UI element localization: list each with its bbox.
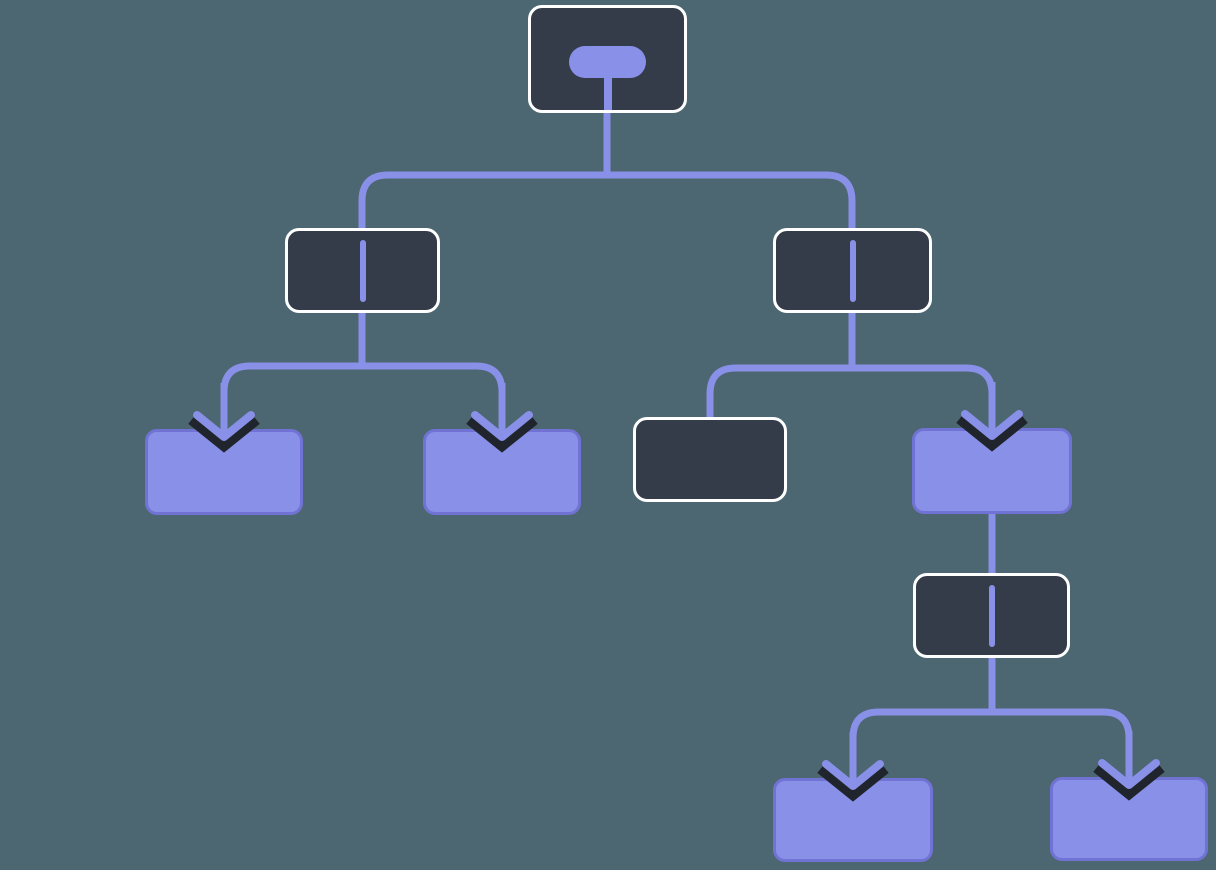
node-branch-right[interactable] — [773, 228, 932, 313]
node-leaf-mid-left[interactable] — [423, 429, 581, 515]
branch-divider-bar — [849, 239, 856, 302]
connector-edge — [358, 171, 856, 229]
root-node-glyph — [531, 8, 684, 110]
node-leaf-mid-right[interactable] — [912, 428, 1072, 514]
node-root[interactable] — [528, 5, 687, 113]
node-branch-left[interactable] — [285, 228, 440, 313]
node-leaf-dark[interactable] — [633, 417, 787, 502]
branch-divider-bar — [359, 239, 366, 302]
branch-divider-bar — [988, 584, 995, 647]
root-stem — [603, 78, 612, 110]
node-leaf-bottom-right[interactable] — [1050, 777, 1208, 861]
root-pill-icon — [569, 46, 646, 78]
connector-edge — [220, 362, 506, 434]
connector-edge — [849, 708, 1133, 783]
node-branch-lower[interactable] — [913, 573, 1070, 658]
node-leaf-bottom-left[interactable] — [773, 778, 933, 862]
node-leaf-far-left[interactable] — [145, 429, 303, 515]
